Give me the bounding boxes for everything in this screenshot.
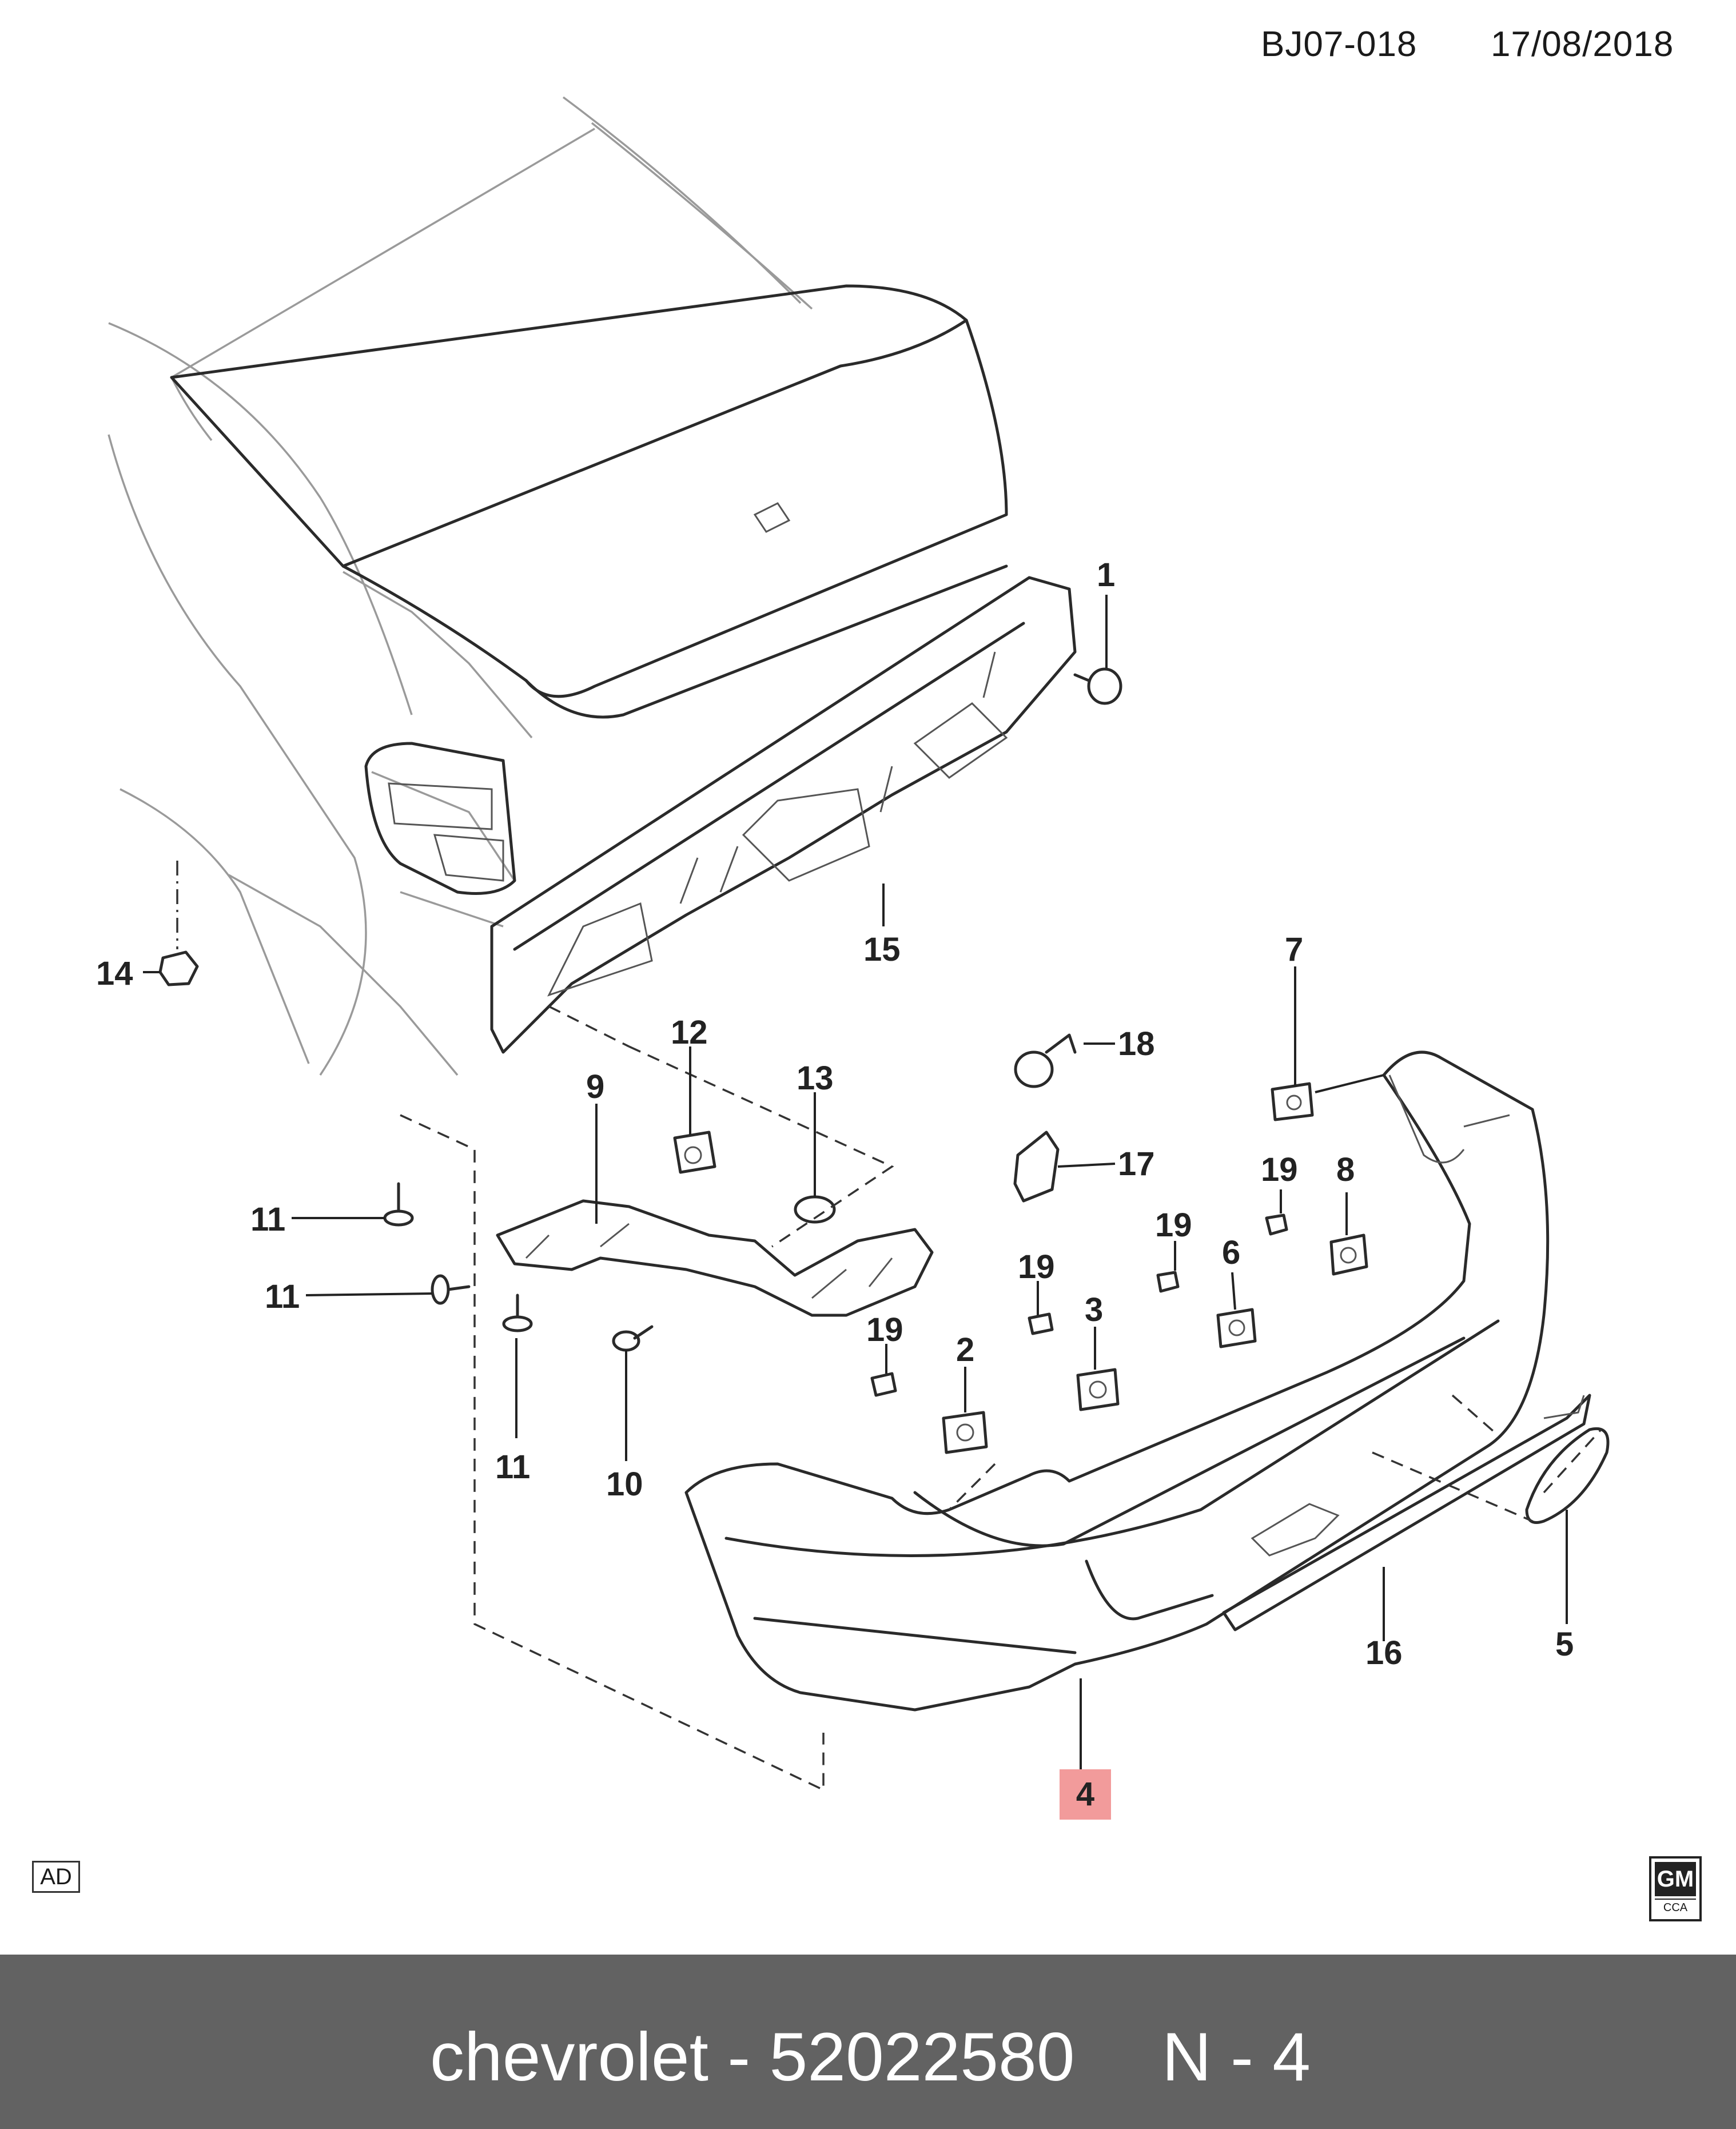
callout-7: 7 bbox=[1285, 931, 1303, 968]
taillamp bbox=[364, 742, 516, 895]
callout-12: 12 bbox=[671, 1014, 708, 1051]
part-8-nut bbox=[1329, 1233, 1368, 1276]
callout-19-a: 19 bbox=[1261, 1151, 1298, 1188]
footer-part-reference: N - 4 bbox=[1162, 2019, 1311, 2095]
part-2-nut bbox=[942, 1411, 988, 1454]
part-18-clip bbox=[1014, 1033, 1077, 1088]
diagram-date: 17/08/2018 bbox=[1491, 25, 1674, 64]
callout-11-b: 11 bbox=[265, 1278, 300, 1315]
gm-logo-subtext: CCA bbox=[1655, 1899, 1696, 1916]
callout-15: 15 bbox=[863, 931, 901, 968]
callout-11-a: 11 bbox=[250, 1201, 285, 1238]
callout-3: 3 bbox=[1085, 1291, 1103, 1328]
part-19-clips bbox=[870, 1213, 1288, 1397]
footer-caption: chevrolet - 52022580 bbox=[430, 2019, 1075, 2095]
part-4-bumper-fascia bbox=[684, 1050, 1550, 1712]
callout-8: 8 bbox=[1336, 1151, 1355, 1188]
highlighted-callout-label: 4 bbox=[1076, 1776, 1095, 1813]
highlighted-callout-4[interactable]: 4 bbox=[1060, 1769, 1111, 1820]
part-7-nut bbox=[1271, 1082, 1314, 1121]
part-14-push-nut bbox=[158, 950, 199, 986]
part-6-nut bbox=[1216, 1308, 1257, 1348]
callout-14: 14 bbox=[96, 955, 133, 992]
callout-17: 17 bbox=[1118, 1145, 1155, 1183]
footer-bar: chevrolet - 52022580 N - 4 bbox=[0, 1955, 1736, 2129]
part-11-screws bbox=[383, 1182, 533, 1332]
callout-10: 10 bbox=[606, 1466, 643, 1503]
assembly-lines bbox=[176, 861, 1602, 1792]
exploded-parts-diagram: 1 2 3 5 6 7 8 9 10 11 11 11 12 13 14 15 … bbox=[96, 96, 1610, 1792]
part-1-push-pin bbox=[1073, 667, 1122, 705]
gm-logo: GM CCA bbox=[1649, 1856, 1702, 1921]
callout-9: 9 bbox=[586, 1068, 604, 1105]
diagram-code: BJ07-018 bbox=[1261, 25, 1418, 64]
part-3-nut bbox=[1076, 1368, 1120, 1411]
part-16-trim-strip bbox=[1222, 1394, 1591, 1631]
part-10-bolt bbox=[612, 1325, 654, 1352]
part-5-tow-cover bbox=[1525, 1395, 1610, 1524]
callout-19-c: 19 bbox=[1018, 1248, 1055, 1286]
callout-6: 6 bbox=[1222, 1234, 1240, 1271]
callout-19-d: 19 bbox=[866, 1311, 903, 1348]
vehicle-body-outline bbox=[107, 96, 813, 1076]
callout-16: 16 bbox=[1365, 1634, 1403, 1672]
trunk-lid bbox=[170, 284, 1008, 719]
callout-11-c: 11 bbox=[495, 1448, 530, 1486]
ad-badge: AD bbox=[32, 1861, 80, 1893]
callout-18: 18 bbox=[1118, 1025, 1155, 1062]
part-17-bracket bbox=[1013, 1131, 1060, 1203]
callout-2: 2 bbox=[956, 1331, 974, 1368]
part-9-bracket bbox=[496, 1199, 934, 1317]
callout-13: 13 bbox=[797, 1060, 834, 1097]
gm-logo-mark: GM bbox=[1655, 1862, 1696, 1896]
leader-lines bbox=[143, 595, 1568, 1769]
part-15-energy-absorber bbox=[490, 576, 1077, 1054]
callout-1: 1 bbox=[1097, 556, 1115, 594]
part-12-nut bbox=[673, 1131, 716, 1174]
callout-19-b: 19 bbox=[1155, 1207, 1192, 1244]
callout-5: 5 bbox=[1555, 1626, 1574, 1663]
